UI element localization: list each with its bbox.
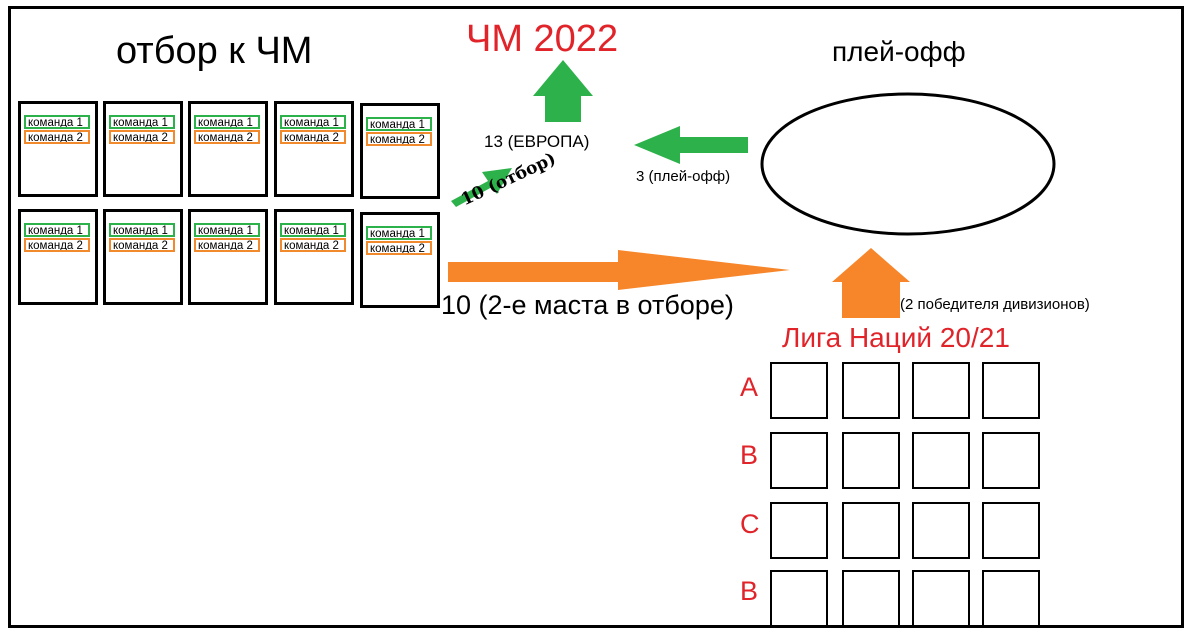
nations-league-cell — [770, 432, 828, 489]
qualification-title: отбор к ЧМ — [116, 30, 313, 72]
arrow-qualification-to-europe — [451, 168, 512, 207]
qualification-group: команда 1 команда 2 — [360, 212, 440, 308]
europe-label: 13 (ЕВРОПА) — [484, 132, 590, 151]
team-1-label: команда 1 — [24, 223, 90, 237]
nations-league-row-label: B — [740, 440, 759, 470]
nations-league-cell — [982, 570, 1040, 627]
team-2-label: команда 2 — [109, 238, 175, 252]
nations-league-cell — [842, 432, 900, 489]
nations-league-cell — [912, 502, 970, 559]
nations-league-title: Лига Наций 20/21 — [782, 322, 1010, 353]
nations-league-cell — [770, 502, 828, 559]
nations-league-row-label: B — [740, 576, 759, 606]
qualification-group: команда 1 команда 2 — [103, 209, 183, 305]
team-2-label: команда 2 — [194, 130, 260, 144]
nations-league-cell — [982, 432, 1040, 489]
team-2-label: команда 2 — [366, 241, 432, 255]
nations-league-row-label: C — [740, 509, 760, 539]
nations-league-cell — [912, 570, 970, 627]
team-1-label: команда 1 — [366, 226, 432, 240]
arrow-second-places-to-playoff — [448, 250, 790, 290]
team-2-label: команда 2 — [24, 130, 90, 144]
qualification-group: команда 1 команда 2 — [274, 101, 354, 197]
team-1-label: команда 1 — [109, 223, 175, 237]
nations-league-cell — [842, 362, 900, 419]
arrow-playoff-to-europe — [634, 126, 748, 164]
nations-league-cell — [842, 570, 900, 627]
team-2-label: команда 2 — [366, 132, 432, 146]
qualification-group: команда 1 команда 2 — [188, 101, 268, 197]
playoff-ellipse — [760, 92, 1056, 236]
nations-league-cell — [912, 432, 970, 489]
team-1-label: команда 1 — [280, 115, 346, 129]
team-1-label: команда 1 — [194, 115, 260, 129]
diagram-frame — [8, 6, 1184, 628]
arrow-up-to-world-cup — [533, 60, 593, 122]
nations-league-cell — [912, 362, 970, 419]
team-1-label: команда 1 — [366, 117, 432, 131]
team-1-label: команда 1 — [109, 115, 175, 129]
qualification-group: команда 1 команда 2 — [18, 209, 98, 305]
team-2-label: команда 2 — [194, 238, 260, 252]
qualification-group: команда 1 команда 2 — [274, 209, 354, 305]
second-places-label: 10 (2-е маста в отборе) — [441, 290, 734, 320]
nations-league-cell — [770, 570, 828, 627]
team-2-label: команда 2 — [280, 238, 346, 252]
world-cup-title: ЧМ 2022 — [466, 18, 619, 60]
qualification-group: команда 1 команда 2 — [188, 209, 268, 305]
qualification-group: команда 1 команда 2 — [18, 101, 98, 197]
division-winners-label: (2 победителя дивизионов) — [900, 296, 1090, 313]
nations-league-cell — [770, 362, 828, 419]
team-1-label: команда 1 — [24, 115, 90, 129]
qualification-group: команда 1 команда 2 — [360, 103, 440, 199]
playoff-title: плей-офф — [832, 36, 966, 67]
arrow-nations-league-to-playoff — [832, 248, 910, 318]
team-2-label: команда 2 — [109, 130, 175, 144]
team-1-label: команда 1 — [280, 223, 346, 237]
nations-league-cell — [842, 502, 900, 559]
team-2-label: команда 2 — [24, 238, 90, 252]
nations-league-cell — [982, 502, 1040, 559]
playoff-three-label: 3 (плей-офф) — [636, 168, 731, 185]
team-1-label: команда 1 — [194, 223, 260, 237]
team-2-label: команда 2 — [280, 130, 346, 144]
nations-league-row-label: A — [740, 372, 759, 402]
nations-league-cell — [982, 362, 1040, 419]
qualification-group: команда 1 команда 2 — [103, 101, 183, 197]
